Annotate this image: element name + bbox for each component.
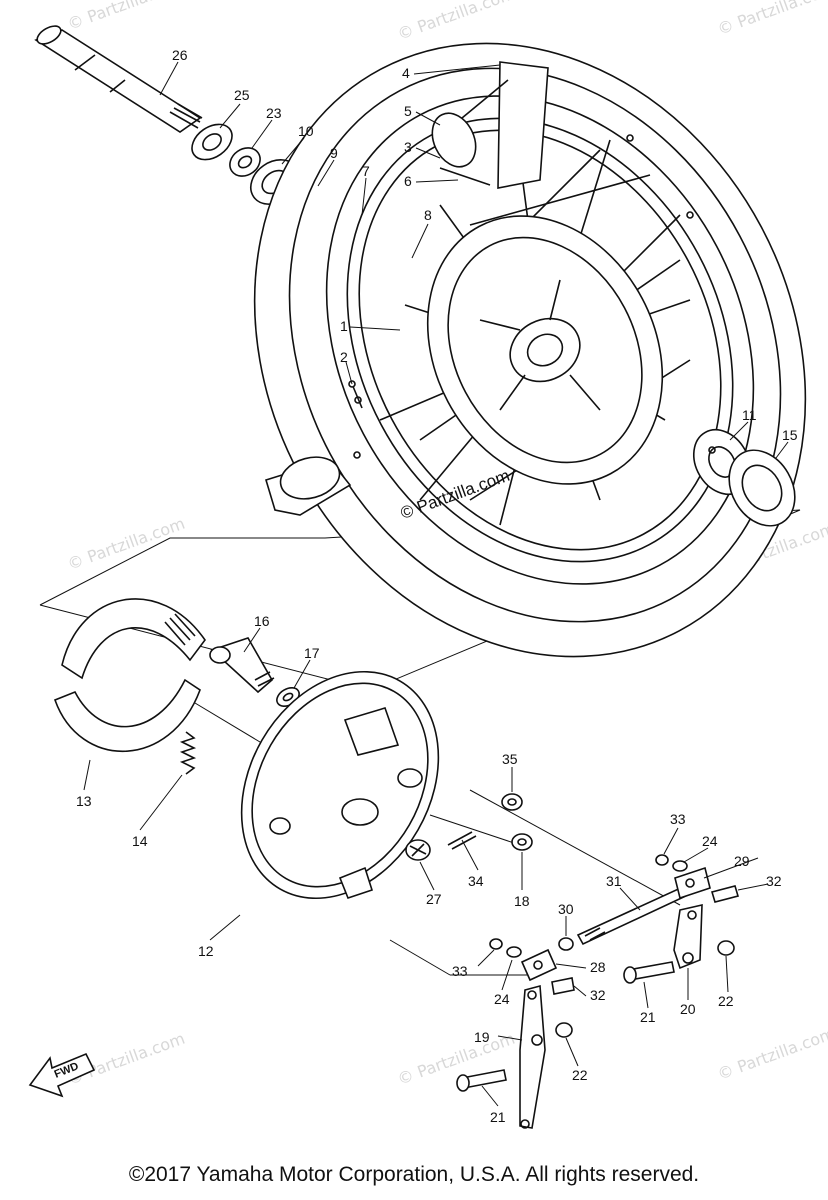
callout-22: 22 <box>572 1067 588 1083</box>
callout-1: 1 <box>340 318 348 334</box>
bolt-part-21b <box>456 1069 507 1092</box>
callout-26: 26 <box>172 47 188 63</box>
callout-labels: 26 25 23 10 9 7 8 4 5 3 6 1 2 11 15 16 1… <box>76 47 798 1125</box>
callout-23: 23 <box>266 105 282 121</box>
callout-31: 31 <box>606 873 622 889</box>
callout-4: 4 <box>402 65 410 81</box>
callout-24: 24 <box>494 991 510 1007</box>
callout-33: 33 <box>452 963 468 979</box>
callout-13: 13 <box>76 793 92 809</box>
callout-18: 18 <box>514 893 530 909</box>
nut-part-33b <box>489 938 503 950</box>
lever-part-20 <box>673 903 703 970</box>
callout-22: 22 <box>718 993 734 1009</box>
callout-14: 14 <box>132 833 148 849</box>
callout-15: 15 <box>782 427 798 443</box>
callout-12: 12 <box>198 943 214 959</box>
callout-29: 29 <box>734 853 750 869</box>
callout-16: 16 <box>254 613 270 629</box>
callout-7: 7 <box>362 163 370 179</box>
nut-part-22a <box>717 940 735 956</box>
seal-part-35 <box>501 793 523 811</box>
brake-cam-part-16 <box>209 637 275 694</box>
bolt-part-21a <box>623 961 675 984</box>
watermark-text: © Partzilla.com <box>65 514 188 574</box>
callout-19: 19 <box>474 1029 490 1045</box>
callout-21: 21 <box>640 1009 656 1025</box>
forward-arrow-icon: FWD <box>28 1052 96 1098</box>
pin-part-32a <box>710 885 740 903</box>
callout-32: 32 <box>590 987 606 1003</box>
callout-21: 21 <box>490 1109 506 1125</box>
callout-32: 32 <box>766 873 782 889</box>
watermark-text: © Partzilla.com <box>715 1024 828 1084</box>
callout-8: 8 <box>424 207 432 223</box>
callout-25: 25 <box>234 87 250 103</box>
washer-part-18 <box>511 833 533 851</box>
callout-34: 34 <box>468 873 484 889</box>
oil-seal-part-15 <box>728 449 796 527</box>
callout-28: 28 <box>590 959 606 975</box>
watermark-text: © Partzilla.com <box>65 0 188 34</box>
callout-3: 3 <box>404 139 412 155</box>
spacer-part-23 <box>229 147 261 177</box>
callout-10: 10 <box>298 123 314 139</box>
cotter-pin-part-34 <box>447 831 477 850</box>
washer-part-25 <box>191 123 233 161</box>
callout-2: 2 <box>340 349 348 365</box>
washer-part-24b <box>506 946 522 958</box>
callout-27: 27 <box>426 891 442 907</box>
rod-part-31 <box>576 884 692 946</box>
washer-part-24a <box>672 860 688 872</box>
watermark-text: © Partzilla.com <box>395 0 518 44</box>
spring-part-14 <box>179 731 197 775</box>
nut-part-33a <box>655 854 669 866</box>
callout-17: 17 <box>304 645 320 661</box>
callout-6: 6 <box>404 173 412 189</box>
wheel-assembly-part-1 <box>253 42 807 658</box>
watermark-text: © Partzilla.com <box>715 0 828 39</box>
callout-30: 30 <box>558 901 574 917</box>
axle-part-26 <box>34 25 203 133</box>
leader-lines <box>83 61 789 1107</box>
callout-20: 20 <box>680 1001 696 1017</box>
callout-9: 9 <box>330 145 338 161</box>
callout-11: 11 <box>742 407 757 423</box>
joint-part-28 <box>520 948 558 982</box>
callout-5: 5 <box>404 103 412 119</box>
lever-part-19 <box>519 984 546 1129</box>
pin-part-32b <box>551 977 575 995</box>
nut-part-30 <box>558 937 574 951</box>
callout-33: 33 <box>670 811 686 827</box>
exploded-wheel-diagram: © Partzilla.com © Partzilla.com © Partzi… <box>28 0 828 1129</box>
joint-part-29 <box>674 866 711 900</box>
callout-35: 35 <box>502 751 518 767</box>
nut-part-27 <box>405 839 431 861</box>
nut-part-22b <box>555 1022 573 1038</box>
brake-shoes-part-13 <box>53 598 206 753</box>
callout-24: 24 <box>702 833 718 849</box>
brake-panel-part-12 <box>240 670 440 900</box>
copyright-notice: ©2017 Yamaha Motor Corporation, U.S.A. A… <box>128 1163 700 1186</box>
